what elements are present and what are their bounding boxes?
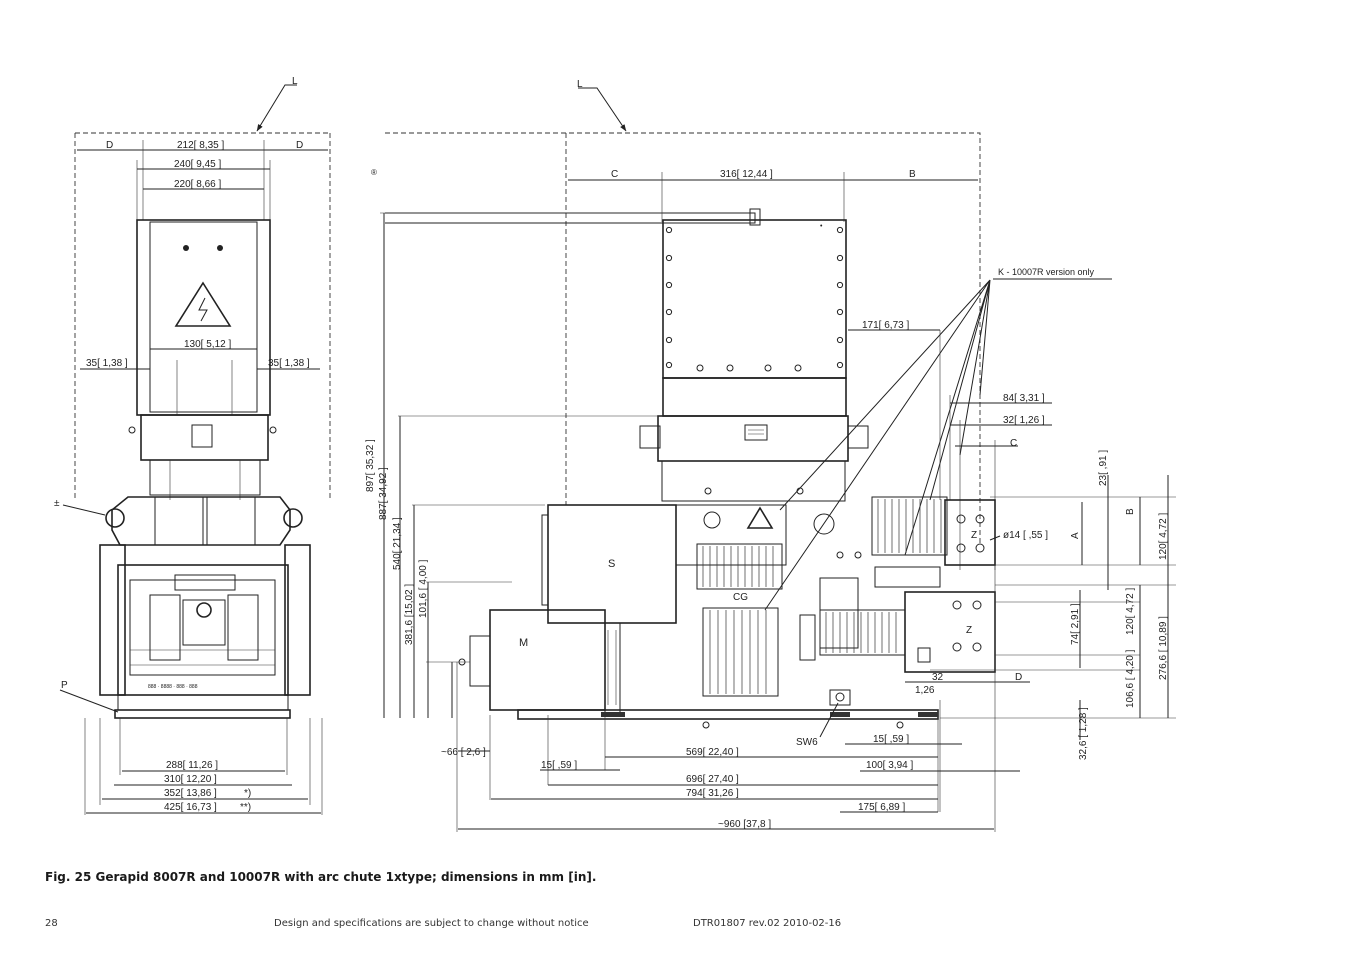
side-hole-dia: ø14 [ ,55 ] xyxy=(1003,530,1048,541)
side-small-dot: • xyxy=(820,223,823,230)
front-dim-130: 130[ 5,12 ] xyxy=(184,339,231,350)
figure-caption: Fig. 25 Gerapid 8007R and 10007R with ar… xyxy=(45,870,597,884)
side-dim-696: 696[ 27,40 ] xyxy=(686,774,739,785)
footer-note: Design and specifications are subject to… xyxy=(274,918,589,929)
side-D: D xyxy=(1015,672,1022,683)
side-dim-100: 100[ 3,94 ] xyxy=(866,760,913,771)
side-M: M xyxy=(519,637,528,649)
front-L: L xyxy=(292,76,298,87)
side-dim-101: 101,6 [ 4,00 ] xyxy=(418,559,429,618)
side-C2: C xyxy=(1010,438,1017,449)
front-dim-35-right: 35[ 1,38 ] xyxy=(268,358,310,369)
side-CG: CG xyxy=(733,592,748,603)
front-D-right: D xyxy=(296,140,303,151)
side-C: C xyxy=(611,169,618,180)
front-dim-425: 425[ 16,73 ] xyxy=(164,802,217,813)
side-dim-15a: 15[ ,59 ] xyxy=(541,760,577,771)
side-dim-887: 887[ 34,92 ] xyxy=(378,467,389,520)
side-dim-32: 32[ 1,26 ] xyxy=(1003,415,1045,426)
front-dim-352: 352[ 13,86 ] xyxy=(164,788,217,799)
side-L: L xyxy=(577,79,583,90)
side-dim-66: ~66 [ 2,6 ] xyxy=(441,747,486,758)
side-dim-171: 171[ 6,73 ] xyxy=(862,320,909,331)
side-dim-106: 106,6 [ 4,20 ] xyxy=(1125,649,1136,708)
side-dim-1-26: 1,26 xyxy=(915,685,935,696)
front-dim-240: 240[ 9,45 ] xyxy=(174,159,221,170)
side-marker-top: ® xyxy=(371,168,377,177)
front-dim-212: 212[ 8,35 ] xyxy=(177,140,224,151)
side-dim-32b: 32 xyxy=(932,672,944,683)
side-view: L ® C 316[ 12,44 ] B • K - 10007R versio… xyxy=(365,79,1176,832)
front-star-1: *) xyxy=(244,788,251,799)
side-dim-32-6: 32,6 [ 1,28 ] xyxy=(1078,707,1089,760)
side-dim-381: 381,6 [15,02 ] xyxy=(404,584,415,645)
side-dim-569: 569[ 22,40 ] xyxy=(686,747,739,758)
side-Z-upper: Z xyxy=(971,530,977,541)
front-marker-star: ± xyxy=(54,498,60,509)
side-A: A xyxy=(1070,532,1081,539)
side-dim-540: 540[ 21,34 ] xyxy=(392,517,403,570)
front-P: P xyxy=(61,680,68,691)
side-dim-316: 316[ 12,44 ] xyxy=(720,169,773,180)
side-dim-84: 84[ 3,31 ] xyxy=(1003,393,1045,404)
side-dim-23: 23[ ,91 ] xyxy=(1098,450,1109,486)
side-SW6: SW6 xyxy=(796,737,818,748)
side-dim-120a: 120[ 4,72 ] xyxy=(1158,513,1169,560)
front-dim-310: 310[ 12,20 ] xyxy=(164,774,217,785)
side-dim-74: 74[ 2,91 ] xyxy=(1070,603,1081,645)
side-dim-175: 175[ 6,89 ] xyxy=(858,802,905,813)
side-Z-lower: Z xyxy=(966,625,972,636)
page-number: 28 xyxy=(45,918,58,929)
side-dim-15b: 15[ ,59 ] xyxy=(873,734,909,745)
front-dim-288: 288[ 11,26 ] xyxy=(166,760,218,771)
side-dim-794: 794[ 31,26 ] xyxy=(686,788,739,799)
front-rating-plate: 888 · 8888 · 888 · 888 xyxy=(148,684,198,690)
side-B: B xyxy=(909,169,916,180)
side-K-note: K - 10007R version only xyxy=(998,267,1095,277)
side-dim-897: 897[ 35,32 ] xyxy=(365,439,376,492)
side-dim-276: 276,6 [ 10,89 ] xyxy=(1158,616,1169,680)
front-dim-220: 220[ 8,66 ] xyxy=(174,179,221,190)
front-star-2: **) xyxy=(240,802,251,813)
front-D-left: D xyxy=(106,140,113,151)
technical-drawing: L D D 212[ 8,35 ] 240[ 9,45 ] 220[ 8,66 … xyxy=(54,76,1176,832)
side-dim-120b: 120[ 4,72 ] xyxy=(1125,588,1136,635)
front-dim-35-left: 35[ 1,38 ] xyxy=(86,358,128,369)
footer-doc-ref: DTR01807 rev.02 2010-02-16 xyxy=(693,918,842,929)
side-S: S xyxy=(608,558,615,570)
front-view: L D D 212[ 8,35 ] 240[ 9,45 ] 220[ 8,66 … xyxy=(54,76,331,815)
side-B2: B xyxy=(1125,508,1136,515)
side-dim-960: ~960 [37,8 ] xyxy=(718,819,771,830)
